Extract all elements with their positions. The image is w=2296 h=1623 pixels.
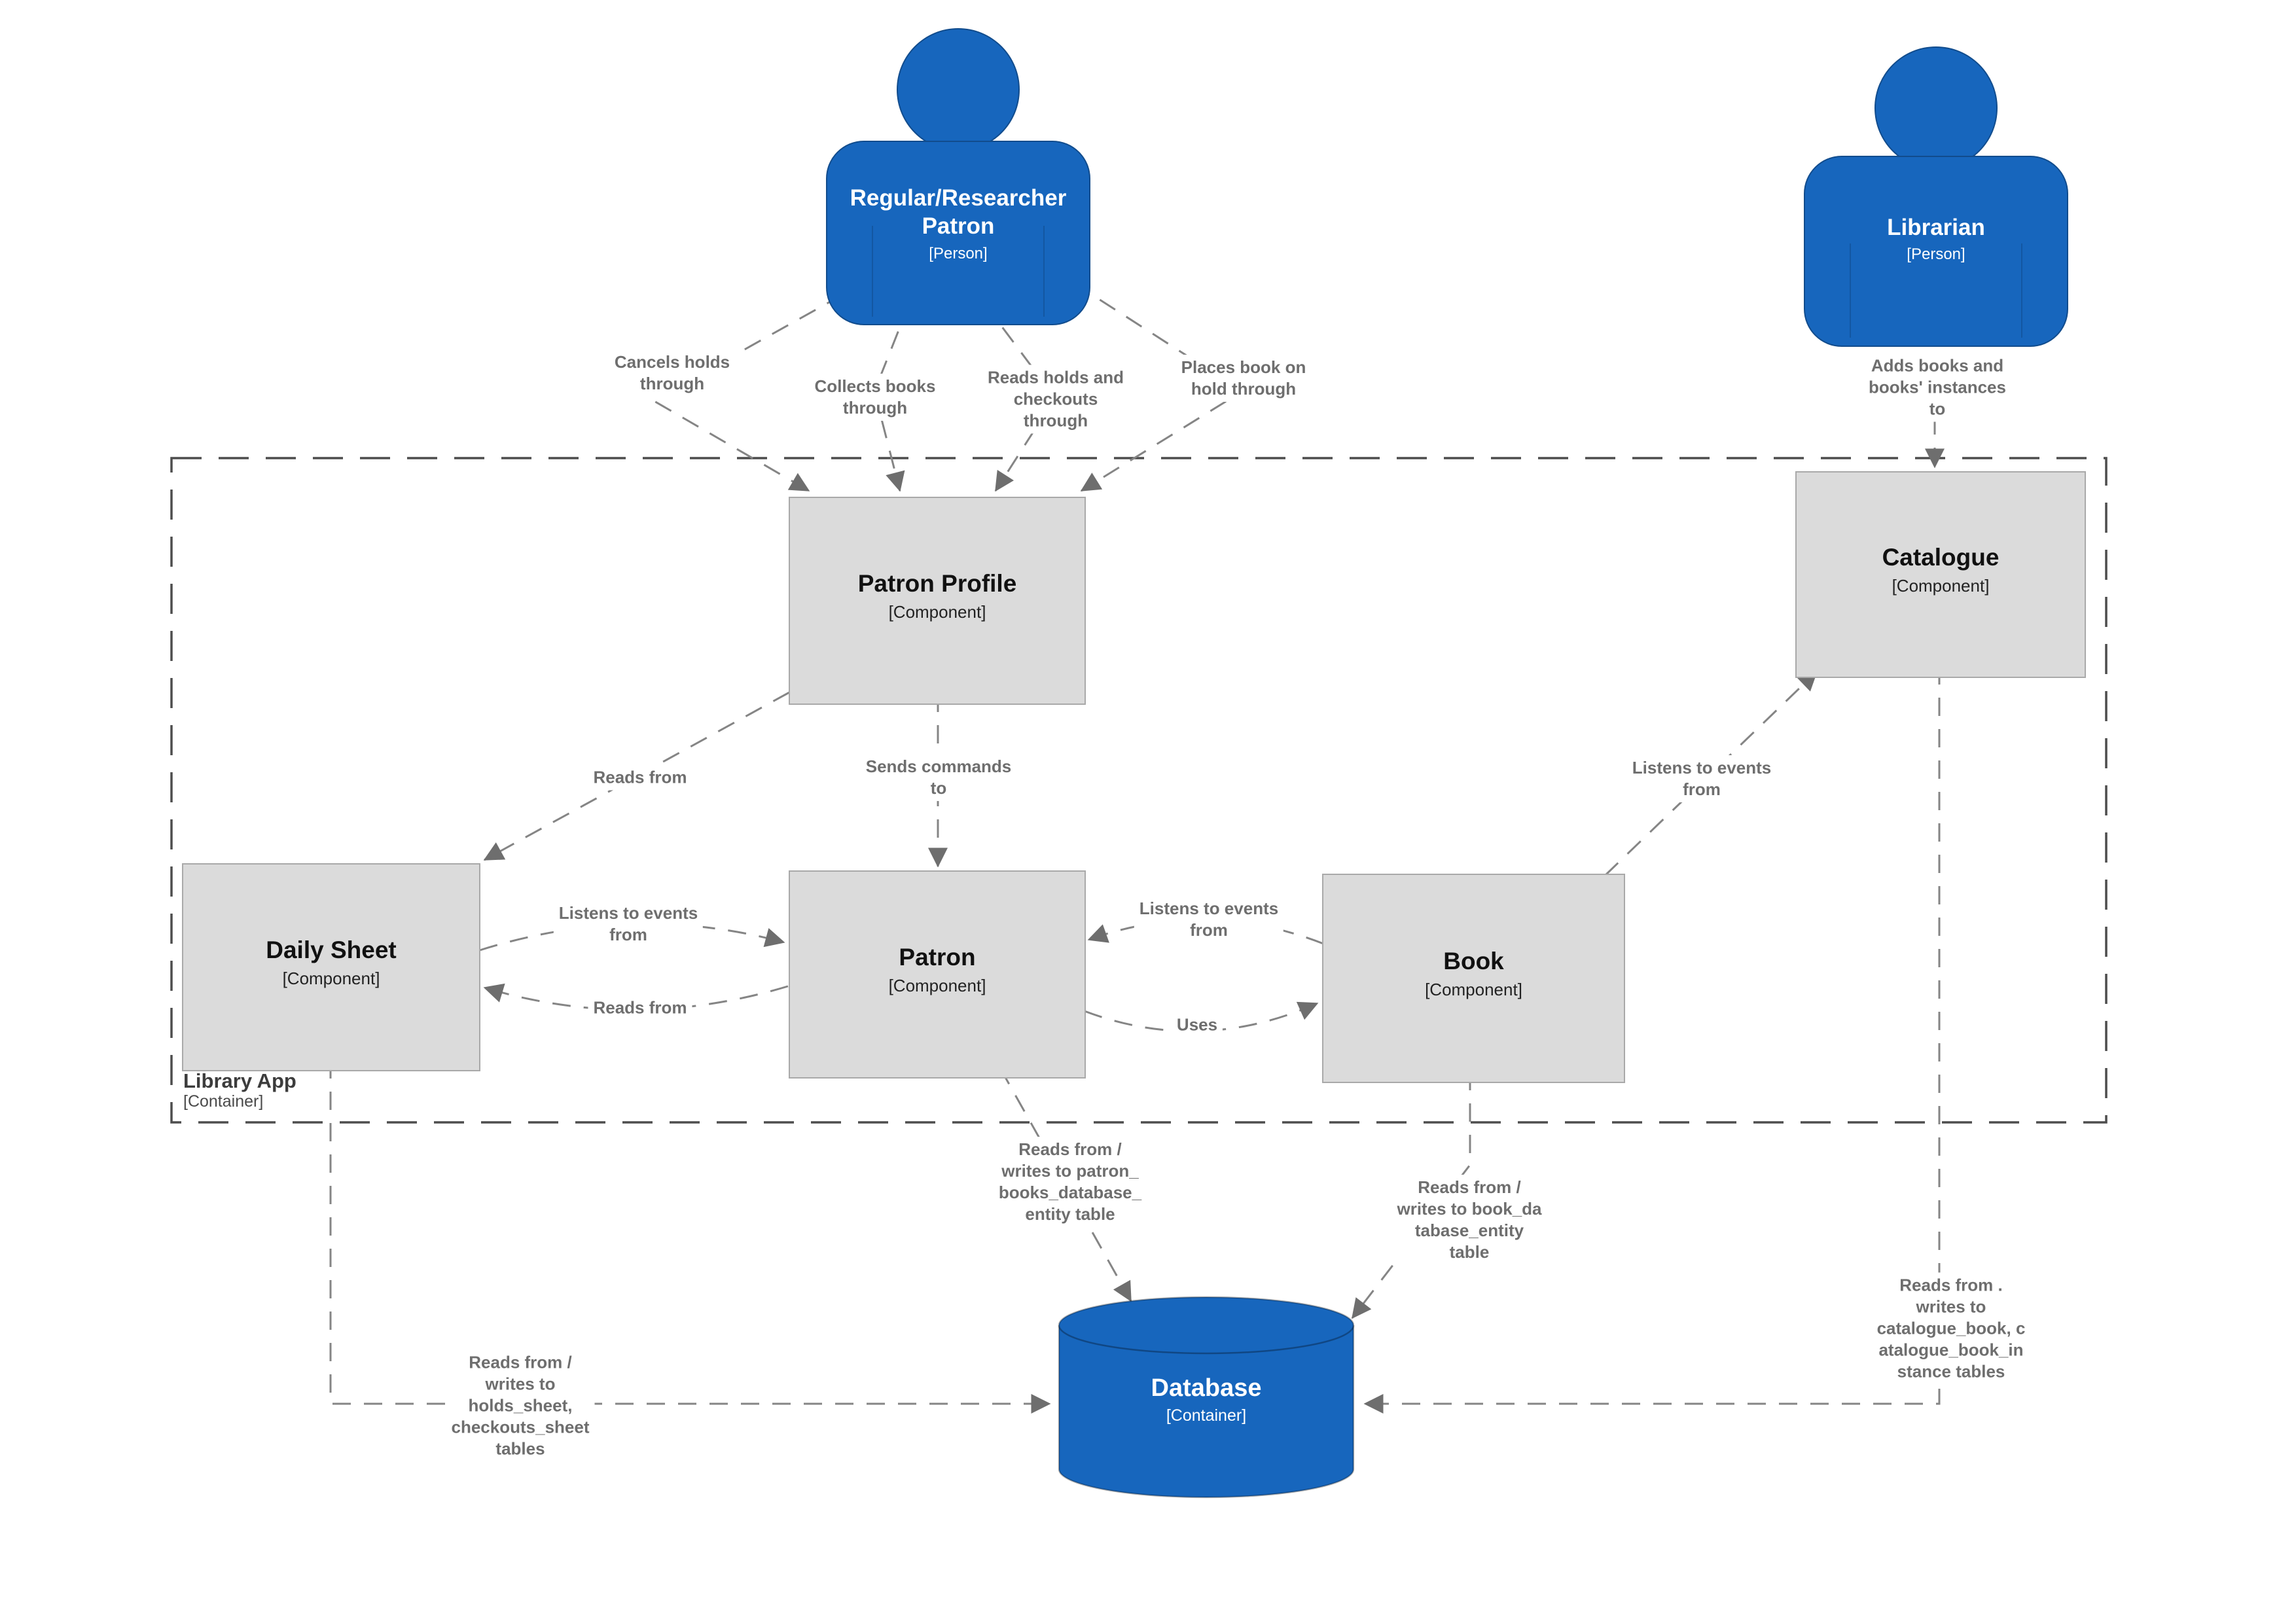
database-cylinder — [1058, 1296, 1355, 1499]
edge-label-reads-holds: Reads holds and checkouts through — [982, 365, 1130, 434]
patron-actor-name: Regular/Researcher Patron — [850, 185, 1067, 239]
library-app-boundary-label: Library App [Container] — [183, 1069, 406, 1111]
edge-label-cancels-holds: Cancels holds through — [609, 349, 736, 397]
edge-book-db — [1351, 1072, 1471, 1319]
component-daily-sheet: Daily Sheet [Component] — [182, 863, 480, 1071]
library-app-boundary — [170, 457, 2108, 1124]
component-patron: Patron [Component] — [789, 870, 1086, 1079]
edge-daily-sheet-db — [329, 1060, 1051, 1414]
edge-reads-holds — [982, 302, 1056, 492]
database-type: [Container] — [1166, 1406, 1247, 1425]
edge-book-listens-catalogue — [1604, 670, 1818, 877]
edge-label-collects-books: Collects books through — [809, 373, 941, 421]
component-type: [Component] — [282, 968, 380, 988]
boundary-name: Library App — [183, 1069, 296, 1092]
librarian-actor-name: Librarian — [1887, 214, 1985, 240]
edge-label-profile-reads-daily: Reads from — [588, 764, 692, 791]
librarian-actor-type: [Person] — [1907, 245, 1965, 264]
component-name: Catalogue — [1882, 544, 2000, 571]
component-catalogue: Catalogue [Component] — [1795, 471, 2086, 678]
edge-label-book-listens-patron: Listens to events from — [1134, 895, 1284, 944]
component-type: [Component] — [1425, 979, 1522, 999]
edge-catalogue-db — [1363, 666, 1941, 1414]
edge-label-book-db: Reads from / writes to book_da tabase_en… — [1391, 1174, 1547, 1266]
component-name: Patron — [899, 944, 976, 971]
edge-book-listens-patron — [1087, 919, 1324, 945]
component-name: Patron Profile — [857, 570, 1017, 597]
edge-label-patron-db: Reads from / writes to patron_ books_dat… — [993, 1136, 1147, 1228]
librarian-actor-head-icon — [1874, 46, 1998, 169]
component-name: Book — [1443, 948, 1504, 975]
arm-seam — [1043, 225, 1045, 317]
edge-label-sends-commands: Sends commands to — [860, 753, 1017, 802]
database-node: Database [Container] — [1075, 1374, 1337, 1425]
arm-seam — [872, 225, 873, 317]
edge-label-catalogue-db: Reads from . writes to catalogue_book, c… — [1871, 1272, 2031, 1385]
edge-cancels-holds — [651, 293, 844, 492]
component-patron-profile: Patron Profile [Component] — [789, 497, 1086, 705]
patron-actor-type: [Person] — [929, 244, 988, 262]
edge-daily-listens-patron — [479, 923, 785, 952]
component-type: [Component] — [1892, 575, 1990, 596]
patron-actor: Regular/Researcher Patron [Person] — [826, 141, 1090, 325]
edge-uses — [1084, 1001, 1319, 1033]
arm-seam — [1850, 243, 1851, 338]
arm-seam — [2021, 243, 2022, 338]
database-name: Database — [1151, 1374, 1262, 1402]
edge-label-daily-sheet-db: Reads from / writes to holds_sheet, chec… — [446, 1349, 595, 1462]
edge-patron-reads-daily — [483, 983, 789, 1011]
edge-label-places-hold: Places book on hold through — [1175, 354, 1312, 402]
edge-label-patron-reads-daily: Reads from — [588, 995, 692, 1021]
component-type: [Component] — [888, 601, 986, 622]
component-name: Daily Sheet — [266, 936, 397, 964]
edge-label-adds-books: Adds books and books' instances to — [1863, 353, 2011, 422]
patron-actor-head-icon — [897, 28, 1020, 151]
boundary-type: [Container] — [183, 1092, 264, 1111]
component-book: Book [Component] — [1322, 874, 1625, 1083]
component-type: [Component] — [888, 975, 986, 995]
edge-label-uses: Uses — [1171, 1012, 1223, 1038]
edge-label-daily-listens-patron: Listens to events from — [553, 900, 704, 948]
edge-label-book-listens-catalogue: Listens to events from — [1626, 755, 1777, 803]
librarian-actor: Librarian [Person] — [1804, 156, 2068, 347]
